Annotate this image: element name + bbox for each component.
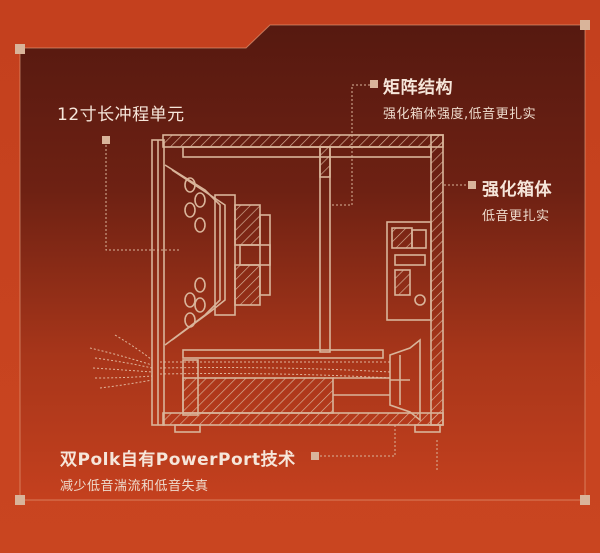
corner-marker-top-left: [15, 44, 25, 54]
square-marker-icon: [102, 136, 110, 144]
square-marker-icon: [311, 452, 319, 460]
corner-marker-bottom-left: [15, 495, 25, 505]
matrix-structure-label: 矩阵结构 强化箱体强度,低音更扎实: [383, 73, 536, 122]
corner-marker-top-right: [580, 20, 590, 30]
powerport-subtitle: 减少低音湍流和低音失真: [60, 479, 209, 494]
square-marker-icon: [370, 80, 378, 88]
enclosure-subtitle: 低音更扎实: [482, 209, 550, 224]
enclosure-label: 强化箱体 低音更扎实: [482, 175, 552, 224]
enclosure-title: 强化箱体: [482, 180, 552, 200]
matrix-structure-subtitle: 强化箱体强度,低音更扎实: [383, 107, 537, 122]
matrix-structure-title: 矩阵结构: [383, 78, 453, 98]
corner-marker-bottom-right: [580, 495, 590, 505]
square-marker-icon: [468, 181, 476, 189]
powerport-label: 双Polk自有PowerPort技术 减少低音湍流和低音失真: [60, 445, 296, 494]
driver-label: 12寸长冲程单元: [57, 105, 185, 125]
powerport-title: 双Polk自有PowerPort技术: [60, 450, 296, 470]
